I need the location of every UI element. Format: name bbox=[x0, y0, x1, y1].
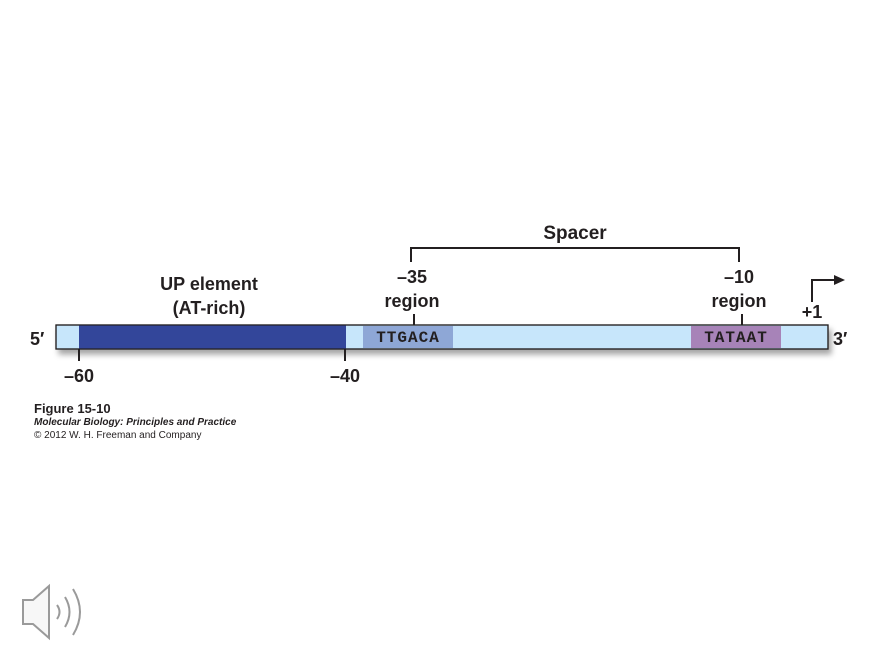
minus10-region-label: –10 region bbox=[689, 265, 789, 313]
up-element-label-line2: (AT-rich) bbox=[172, 298, 246, 318]
speaker-icon[interactable] bbox=[22, 583, 81, 641]
up-element-label-line1: UP element bbox=[160, 274, 258, 294]
three-prime-label: 3′ bbox=[833, 329, 848, 349]
up-element-region bbox=[79, 325, 346, 349]
figure-caption: Figure 15-10 Molecular Biology: Principl… bbox=[34, 401, 236, 441]
dna-strand-outline bbox=[55, 324, 829, 350]
minus35-box bbox=[363, 326, 453, 348]
minus35-region-label: –35 region bbox=[362, 265, 462, 313]
minus10-box bbox=[691, 326, 781, 348]
minus35-label-word: region bbox=[384, 291, 440, 311]
copyright-notice: © 2012 W. H. Freeman and Company bbox=[34, 430, 202, 441]
spacer-label: Spacer bbox=[543, 223, 607, 244]
position-minus60: –60 bbox=[63, 366, 95, 386]
spacer-bracket bbox=[410, 247, 740, 262]
figure-number: Figure 15-10 bbox=[34, 401, 111, 416]
position-minus40: –40 bbox=[329, 366, 361, 386]
arrow-right-icon bbox=[811, 275, 845, 302]
minus10-label-number: –10 bbox=[723, 267, 755, 287]
minus35-label-number: –35 bbox=[396, 267, 428, 287]
book-title: Molecular Biology: Principles and Practi… bbox=[34, 417, 237, 428]
minus35-sequence: TTGACA bbox=[376, 329, 440, 347]
minus10-sequence: TATAAT bbox=[704, 329, 768, 347]
tss-label: +1 bbox=[801, 302, 823, 322]
five-prime-label: 5′ bbox=[30, 329, 45, 349]
up-element-label: UP element (AT-rich) bbox=[128, 272, 290, 320]
minus10-label-word: region bbox=[711, 291, 767, 311]
